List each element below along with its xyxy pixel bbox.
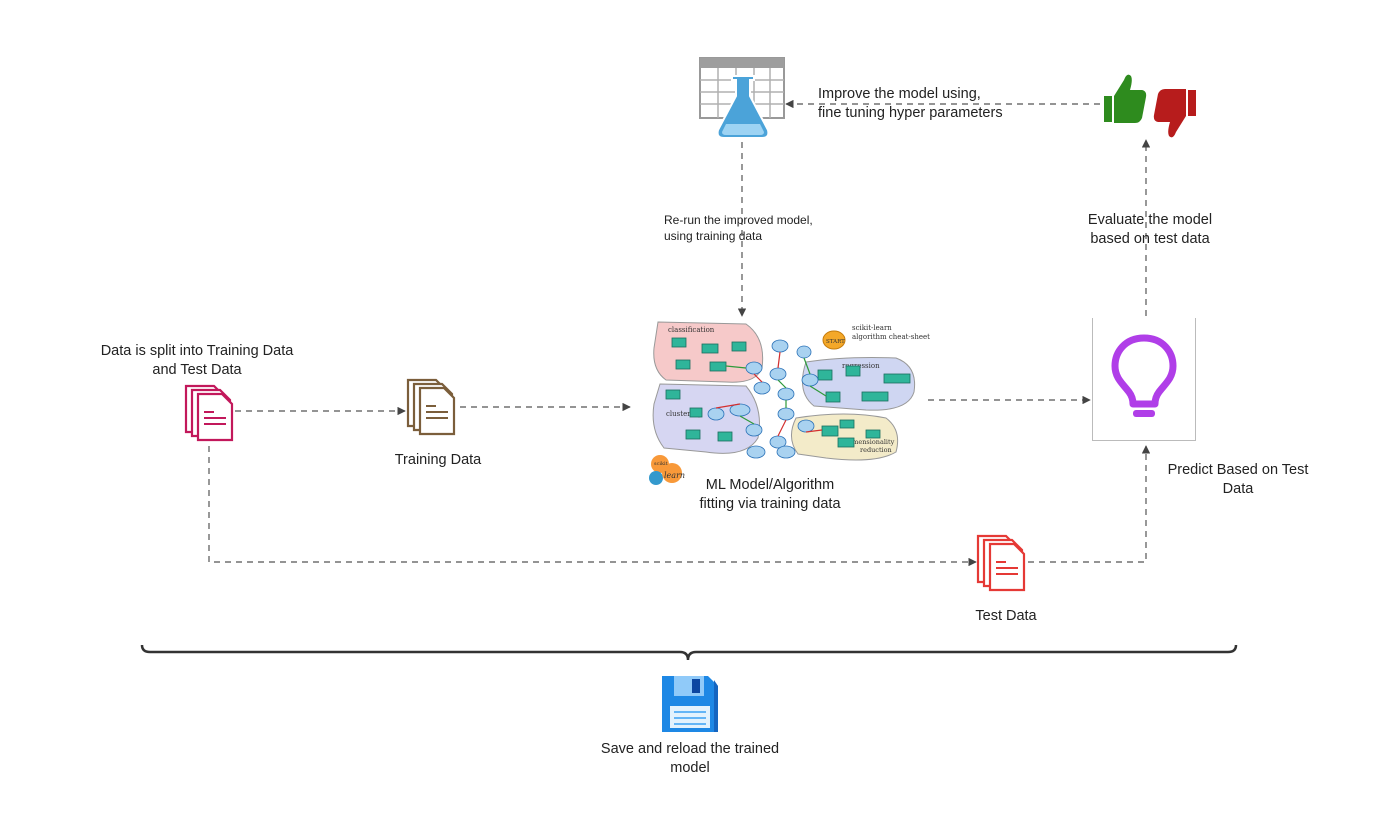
cs-start-label: START [826,339,845,345]
cs-title-line1: scikit-learn [852,324,892,332]
predict-label: Predict Based on Test Data [1150,461,1326,499]
logo-text-top: scikit [654,461,668,467]
ml-model-label-line1: ML Model/Algorithm [705,477,835,493]
rerun-label-line1: Re-run the improved model, [664,213,813,227]
split-label: Data is split into Training Data and Tes… [82,342,312,380]
prediction-box [1092,318,1196,441]
lightbulb-icon [1111,334,1177,417]
predict-label-line1: Predict Based on Test [1167,462,1309,478]
floppy-disk-icon [660,674,720,734]
ml-model-label-line2: fitting via training data [699,496,841,512]
source-documents-icon [184,384,236,444]
split-label-line1: Data is split into Training Data [100,343,294,359]
evaluate-label-line2: based on test data [1090,231,1210,247]
cs-region-dimensionality: dimensionality [846,438,895,446]
split-label-line2: and Test Data [152,362,242,378]
flask-icon [698,56,788,146]
thumbs-up-icon [1100,70,1148,126]
logo-text-bottom: learn [664,471,685,480]
evaluate-label: Evaluate the model based on test data [1070,211,1230,249]
save-label: Save and reload the trained model [580,740,800,778]
cs-region-clustering: clustering [666,410,702,418]
cs-start-node [822,330,846,350]
training-documents-icon [406,378,458,438]
scikit-learn-cheat-sheet: classification regression clustering dim… [646,318,930,488]
arrow-source-to-test [208,446,977,567]
improve-label-line1: Improve the model using, [818,86,981,102]
improve-label-line2: fine tuning hyper parameters [818,105,1003,121]
training-data-label: Training Data [394,452,482,468]
rerun-label: Re-run the improved model, using trainin… [664,212,813,244]
cs-region-regression: regression [842,362,880,370]
improve-label: Improve the model using, fine tuning hyp… [818,85,1003,123]
test-data-label: Test Data [975,608,1037,624]
save-label-line2: model [670,760,710,776]
test-documents-icon [976,534,1028,594]
grouping-brace [140,644,1238,661]
cs-title-line2: algorithm cheat-sheet [852,333,930,341]
arrow-test-to-bulb [1028,445,1151,563]
predict-label-line2: Data [1222,481,1254,497]
evaluate-label-line1: Evaluate the model [1087,212,1213,228]
save-label-line1: Save and reload the trained [600,741,780,757]
thumbs-down-icon [1152,86,1200,142]
scikit-learn-logo: scikit learn [649,455,685,485]
cs-region-classification: classification [668,326,715,334]
cs-region-reduction: reduction [860,446,892,454]
rerun-label-line2: using training data [664,229,763,243]
ml-model-label: ML Model/Algorithm fitting via training … [680,476,860,514]
